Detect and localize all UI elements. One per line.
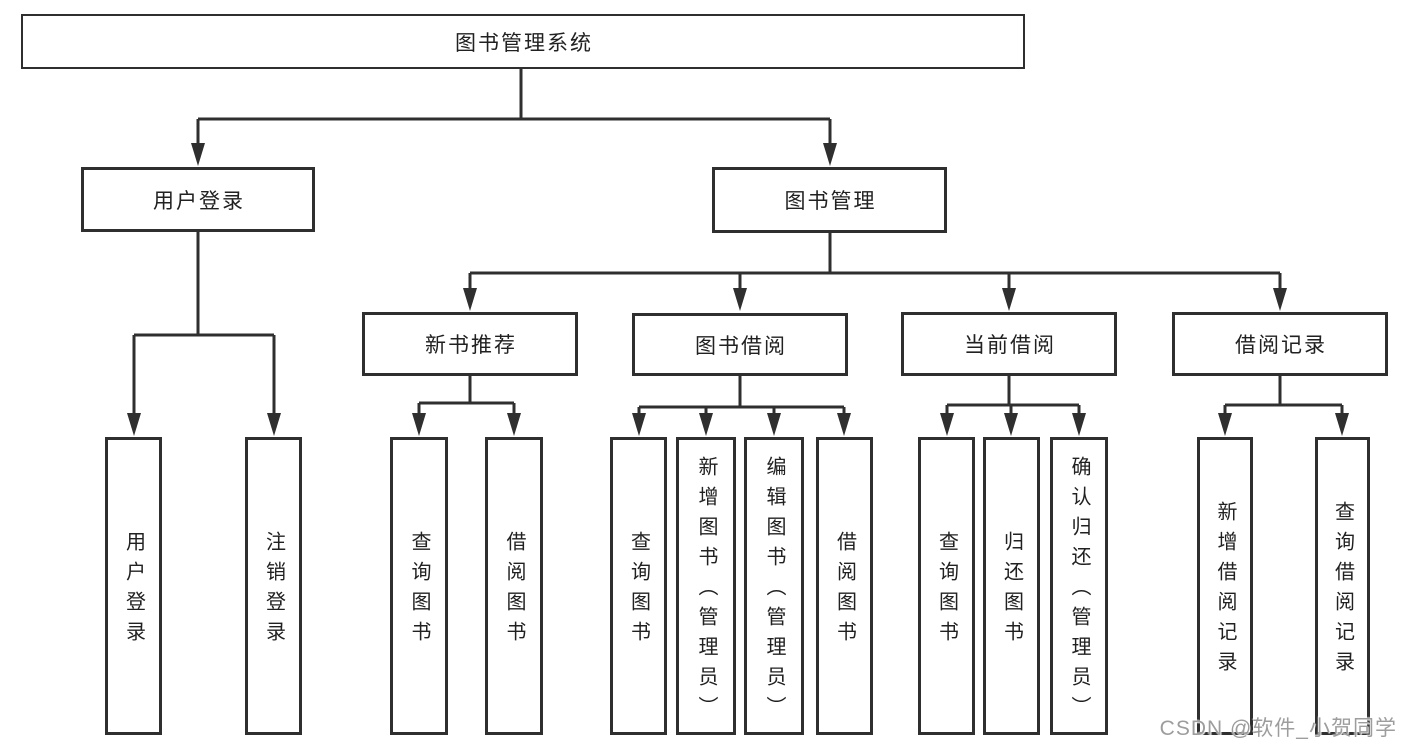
leaf-query-borrow-record: 查询借阅记录 bbox=[1315, 437, 1370, 735]
leaf-return-books: 归还图书 bbox=[983, 437, 1040, 735]
leaf-borrow-books-2: 借阅图书 bbox=[816, 437, 873, 735]
node-label: 借阅图书 bbox=[833, 531, 856, 651]
node-label: 查询图书 bbox=[408, 531, 430, 651]
node-label: 归还图书 bbox=[1000, 531, 1023, 651]
node-label: 用户登录 bbox=[153, 189, 245, 213]
csdn-watermark: CSDN @软件_小贺同学 bbox=[1159, 717, 1397, 740]
leaf-query-books-3: 查询图书 bbox=[918, 437, 975, 735]
node-label: 图书管理系统 bbox=[455, 31, 593, 55]
node-label: 用户登录 bbox=[122, 531, 145, 651]
leaf-add-borrow-record: 新增借阅记录 bbox=[1197, 437, 1253, 735]
leaf-logout: 注销登录 bbox=[245, 437, 302, 735]
node-book-borrowing: 图书借阅 bbox=[632, 313, 848, 376]
leaf-query-books-2: 查询图书 bbox=[610, 437, 667, 735]
leaf-user-login: 用户登录 bbox=[105, 437, 162, 735]
node-label: 图书管理 bbox=[784, 190, 877, 213]
node-label: 查询图书 bbox=[935, 531, 958, 651]
node-label: 借阅记录 bbox=[1235, 334, 1327, 357]
node-user-login: 用户登录 bbox=[81, 167, 315, 232]
leaf-add-books-admin: 新增图书（管理员） bbox=[676, 437, 736, 735]
node-library-management-system: 图书管理系统 bbox=[21, 14, 1025, 69]
node-label: 注销登录 bbox=[262, 531, 285, 651]
node-label: 新增借阅记录 bbox=[1214, 501, 1236, 681]
leaf-confirm-return-admin: 确认归还（管理员） bbox=[1050, 437, 1108, 735]
node-label: 查询图书 bbox=[627, 531, 650, 651]
node-label: 新书推荐 bbox=[425, 334, 517, 357]
node-label: 新增图书（管理员） bbox=[695, 456, 717, 726]
node-label: 查询借阅记录 bbox=[1331, 501, 1354, 681]
node-label: 确认归还（管理员） bbox=[1068, 456, 1090, 726]
node-label: 当前借阅 bbox=[964, 334, 1056, 357]
leaf-borrow-books-1: 借阅图书 bbox=[485, 437, 543, 735]
leaf-edit-books-admin: 编辑图书（管理员） bbox=[744, 437, 804, 735]
node-current-borrowing: 当前借阅 bbox=[901, 312, 1117, 376]
node-new-book-recommendation: 新书推荐 bbox=[362, 312, 578, 376]
node-label: 借阅图书 bbox=[503, 531, 525, 651]
node-book-management: 图书管理 bbox=[712, 167, 947, 233]
node-label: 编辑图书（管理员） bbox=[763, 456, 785, 726]
node-borrowing-records: 借阅记录 bbox=[1172, 312, 1388, 376]
leaf-query-books-1: 查询图书 bbox=[390, 437, 448, 735]
node-label: 图书借阅 bbox=[695, 334, 787, 358]
